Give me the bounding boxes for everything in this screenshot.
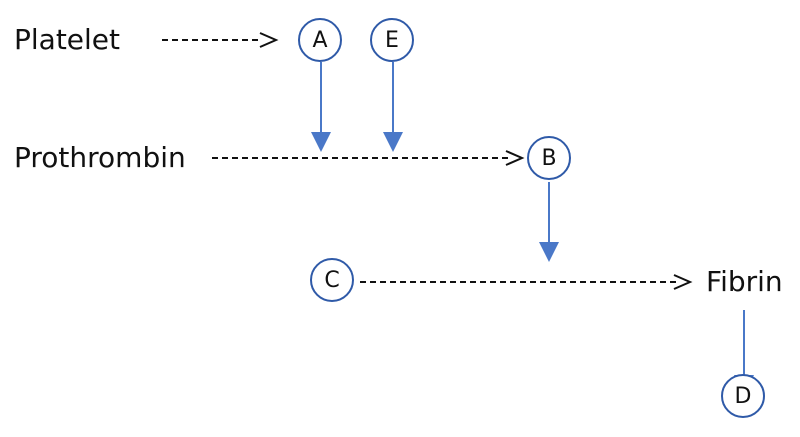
node-d-label: D [734,383,752,409]
node-e-label: E [385,27,399,53]
node-e: E [370,18,414,62]
node-d: D [721,374,765,418]
c-to-fibrin-head [673,274,693,290]
node-a: A [298,18,342,62]
node-c-label: C [324,267,340,293]
prothrombin-label: Prothrombin [14,141,186,174]
platelet-to-a-head [259,32,279,48]
node-a-label: A [312,27,328,53]
node-b-label: B [541,145,557,171]
node-c: C [310,258,354,302]
prothrombin-to-b-head [505,150,525,166]
fibrin-label: Fibrin [706,265,783,298]
node-b: B [527,136,571,180]
platelet-label: Platelet [14,23,121,56]
